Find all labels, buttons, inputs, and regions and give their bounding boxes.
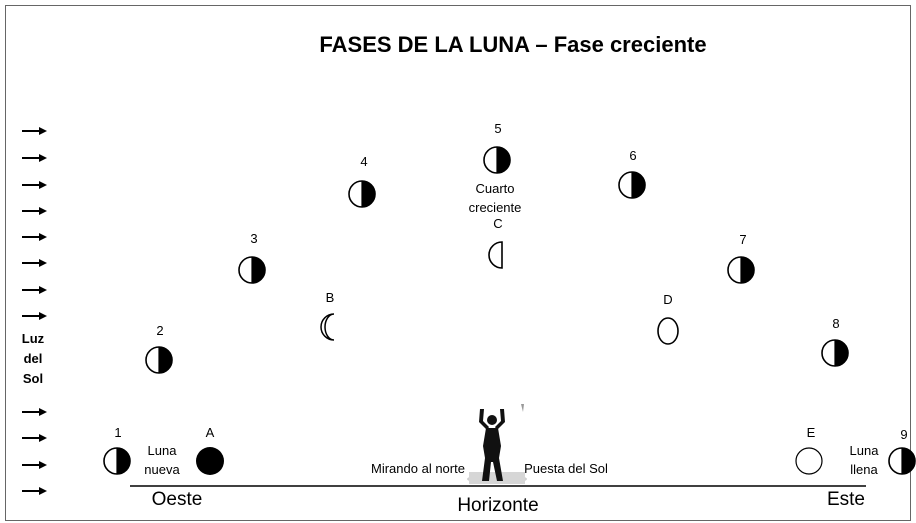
- luna-nueva-line-2: nueva: [144, 462, 180, 477]
- moon-phase-a: A: [196, 425, 224, 475]
- sun-label-line-1: Luz: [22, 331, 45, 346]
- moon-phase-c: C: [488, 216, 503, 269]
- sunlight-arrow: [22, 286, 47, 294]
- moon-position-number: 7: [739, 232, 746, 247]
- horizonte-label: Horizonte: [457, 495, 538, 516]
- sunlight-arrow: [22, 259, 47, 267]
- moon-phase-b: B: [320, 290, 335, 341]
- sun-label-line-2: del: [24, 351, 43, 366]
- luna-llena-line-1: Luna: [850, 443, 880, 458]
- new-moon-icon: [196, 447, 224, 475]
- sunlight-arrows: [22, 127, 47, 495]
- puesta-label: Puesta del Sol: [524, 461, 608, 476]
- moon-phases: A B C D E: [196, 216, 823, 475]
- moon-position-number: 1: [114, 425, 121, 440]
- sunlight-arrow: [22, 207, 47, 215]
- moon-position-6: 6: [618, 148, 646, 199]
- moon-phase-d: D: [657, 292, 679, 345]
- observer-icon: [467, 404, 527, 484]
- cuarto-creciente-line-1: Cuarto: [475, 181, 514, 196]
- sunlight-arrow: [22, 408, 47, 416]
- moon-position-8: 8: [821, 316, 849, 367]
- moon-position-4: 4: [348, 154, 376, 208]
- crescent-moon-icon: [320, 313, 335, 341]
- este-label: Este: [827, 489, 865, 510]
- sunlight-arrow: [22, 487, 47, 495]
- diagram-frame: [5, 5, 911, 521]
- sunlight-arrow: [22, 233, 47, 241]
- gibbous-moon-icon: [657, 317, 679, 345]
- full-moon-icon: [795, 447, 823, 475]
- moon-position-number: 4: [360, 154, 367, 169]
- moon-phase-letter: B: [326, 290, 335, 305]
- moon-position-number: 9: [900, 427, 907, 442]
- moon-phase-letter: A: [206, 425, 215, 440]
- moon-position-9: 9: [888, 427, 916, 475]
- cuarto-creciente-line-2: creciente: [469, 200, 522, 215]
- mirando-label: Mirando al norte: [371, 461, 465, 476]
- moon-position-number: 6: [629, 148, 636, 163]
- moon-position-number: 5: [494, 121, 501, 136]
- moon-position-1: 1: [103, 425, 131, 475]
- diagram-title: FASES DE LA LUNA – Fase creciente: [319, 32, 706, 57]
- moon-positions: 1 2 3 4 5 6 7 8 9: [103, 121, 916, 475]
- sunlight-arrow: [22, 434, 47, 442]
- sunlight-arrow: [22, 312, 47, 320]
- sunlight-arrow: [22, 127, 47, 135]
- sunlight-arrow: [22, 181, 47, 189]
- moon-position-number: 2: [156, 323, 163, 338]
- sunlight-arrow: [22, 461, 47, 469]
- moon-phase-e: E: [795, 425, 823, 475]
- moon-phase-letter: E: [807, 425, 816, 440]
- moon-phase-letter: D: [663, 292, 672, 307]
- luna-llena-line-2: llena: [850, 462, 878, 477]
- oeste-label: Oeste: [152, 489, 203, 510]
- luna-nueva-line-1: Luna: [148, 443, 178, 458]
- sunlight-arrow: [22, 154, 47, 162]
- moon-position-number: 3: [250, 231, 257, 246]
- half-moon-icon: [488, 241, 503, 269]
- sun-label-line-3: Sol: [23, 371, 43, 386]
- moon-position-3: 3: [238, 231, 266, 284]
- moon-position-2: 2: [145, 323, 173, 374]
- moon-position-5: 5: [483, 121, 511, 174]
- moon-position-7: 7: [727, 232, 755, 284]
- moon-position-number: 8: [832, 316, 839, 331]
- moon-phase-letter: C: [493, 216, 502, 231]
